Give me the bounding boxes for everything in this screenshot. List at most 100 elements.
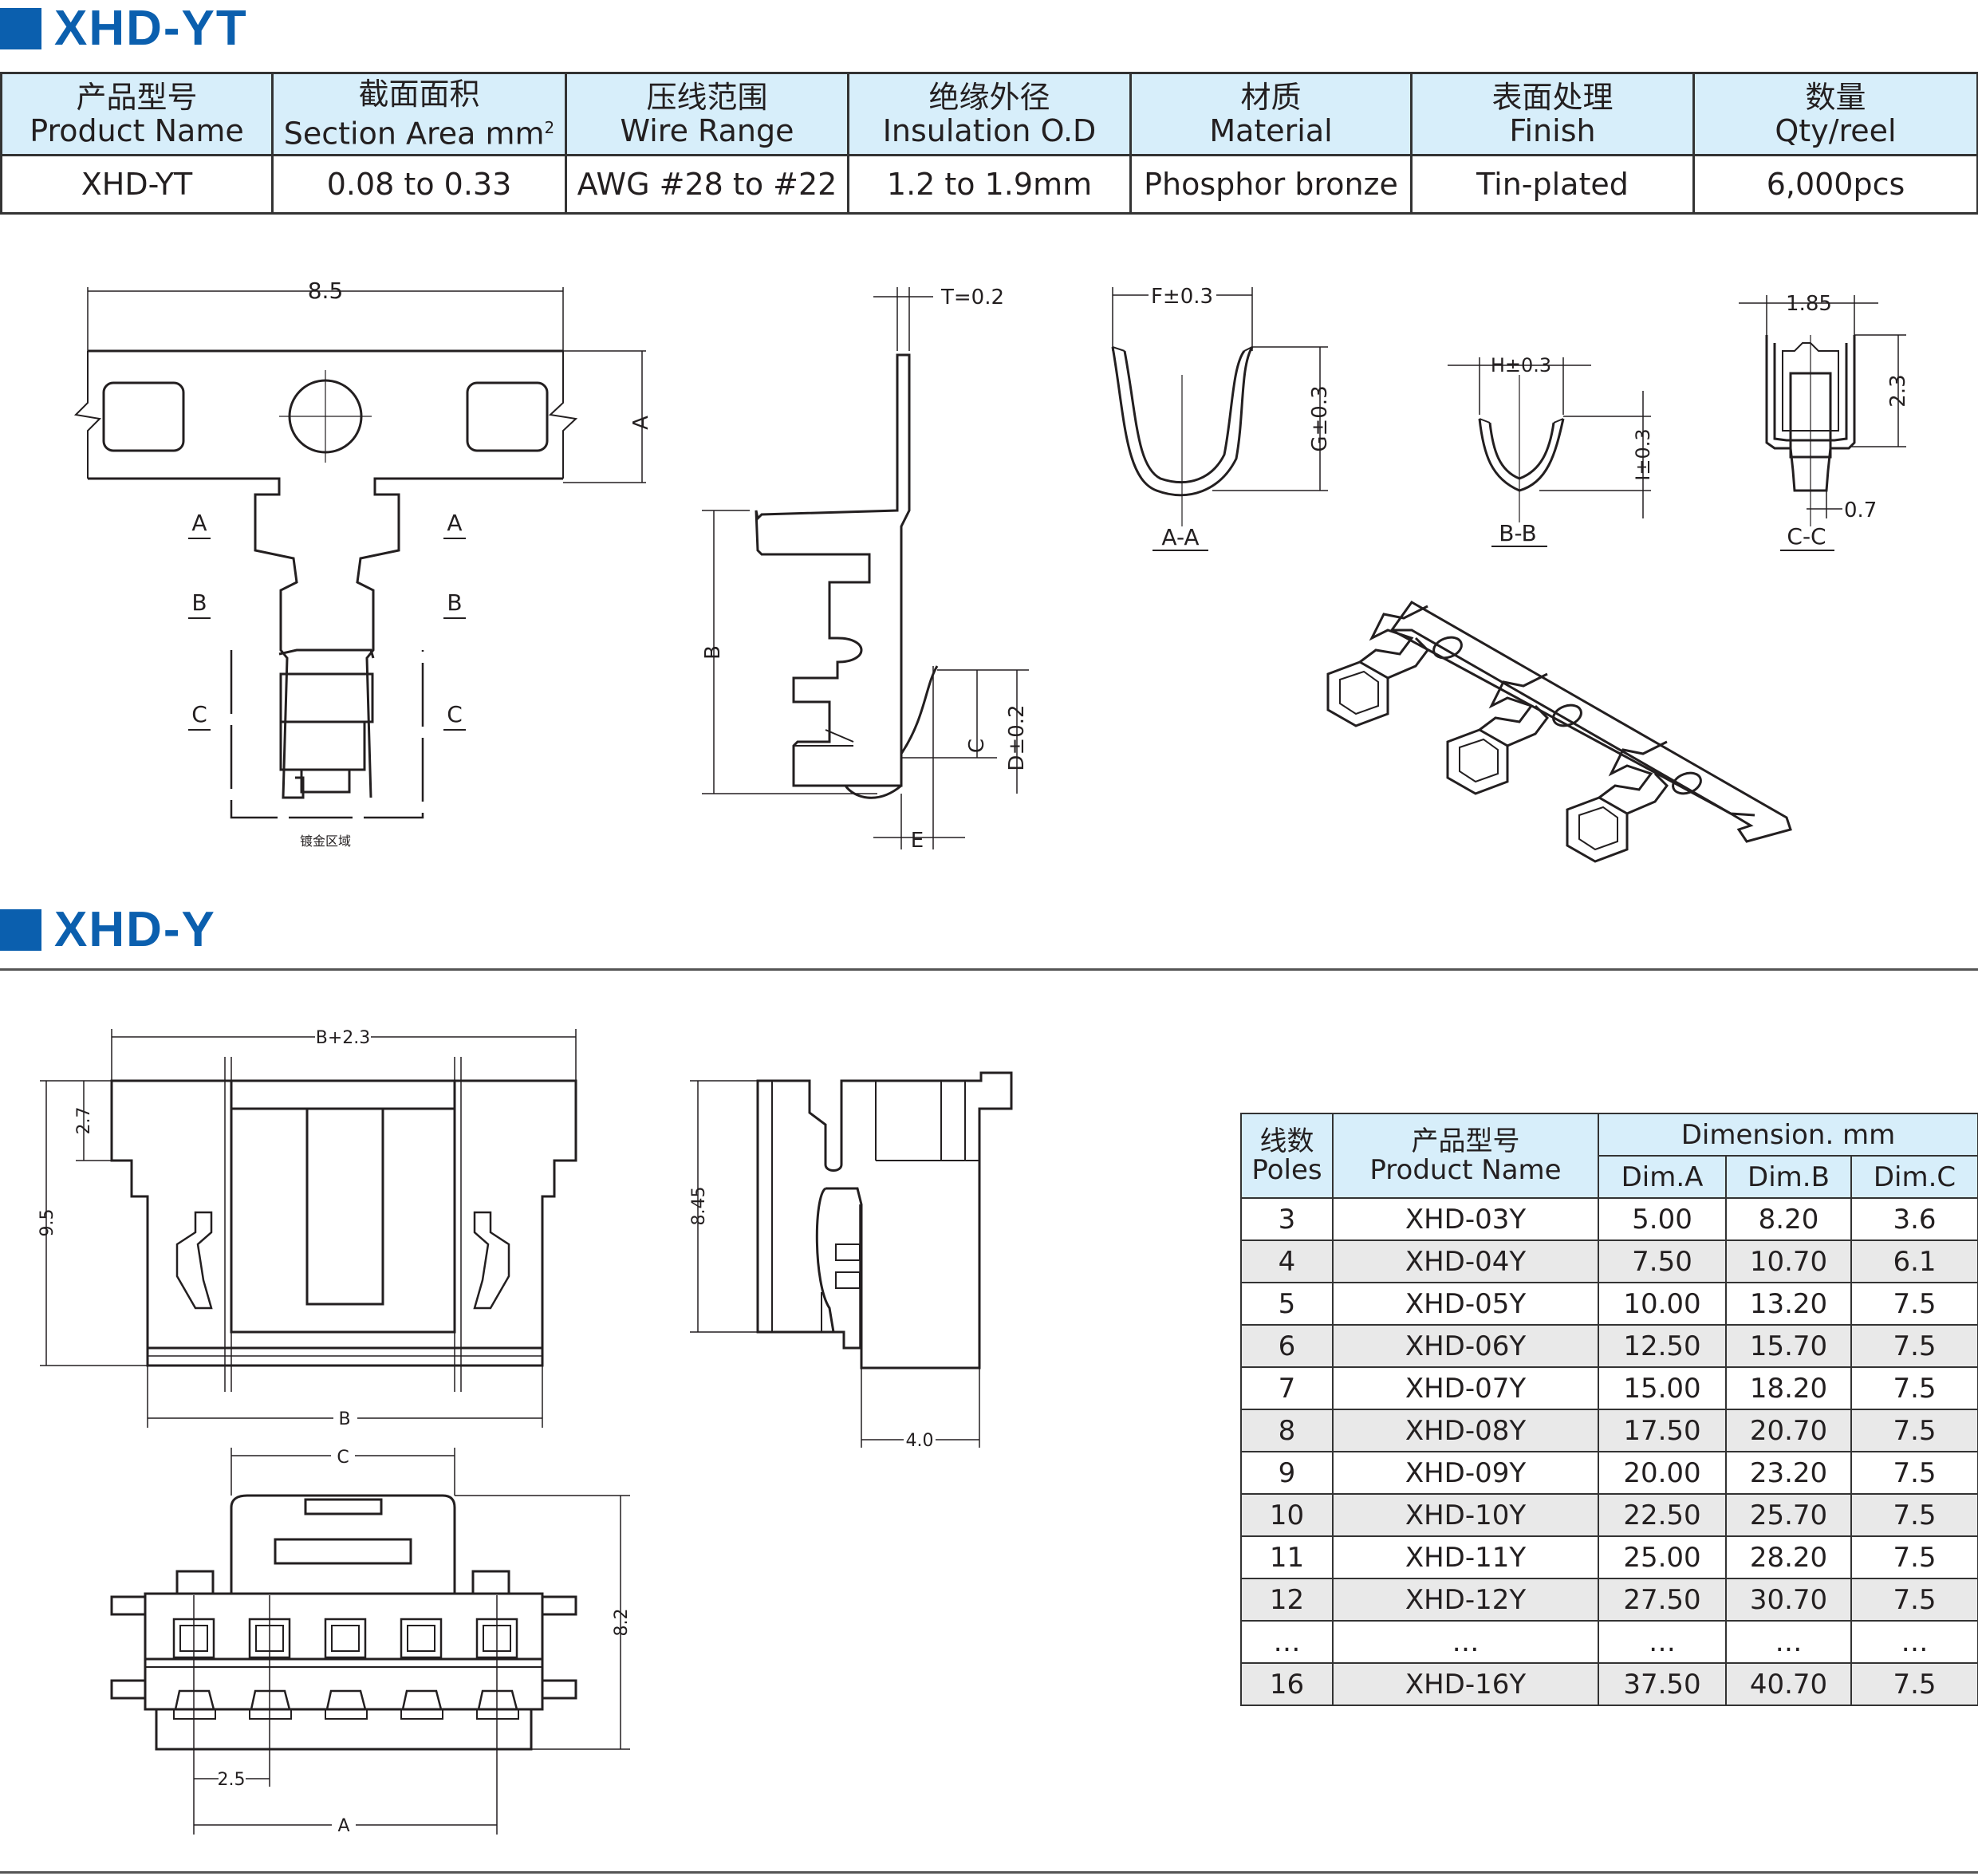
plating-note: 镀金区域 — [300, 834, 351, 849]
table-cell: … — [1598, 1620, 1727, 1664]
header-cell: Dimension. mm — [1597, 1113, 1978, 1157]
table-cell: 7.5 — [1850, 1409, 1978, 1452]
table-cell: 15.00 — [1598, 1366, 1727, 1410]
table-cell: 28.20 — [1725, 1535, 1852, 1579]
section-divider — [0, 968, 1978, 971]
table-cell: 7.5 — [1850, 1578, 1978, 1622]
section-label-cc: C-C — [1787, 523, 1826, 550]
table-cell: 10.00 — [1598, 1282, 1727, 1326]
terminal-unit — [1446, 672, 1582, 795]
table-header-row: Dim.A Dim.B Dim.C — [1241, 1155, 1978, 1199]
table-cell: AWG #28 to #22 — [565, 154, 849, 215]
section-title: XHD-YT — [54, 1, 248, 56]
table-cell: … — [1332, 1620, 1599, 1664]
dim-b: B — [701, 645, 725, 660]
table-cell: 0.08 to 0.33 — [271, 154, 567, 215]
table-cell: 25.00 — [1598, 1535, 1727, 1579]
table-cell: 18.20 — [1725, 1366, 1852, 1410]
dim-9-5: 9.5 — [37, 1209, 57, 1237]
dim-t: T=0.2 — [940, 286, 1004, 309]
dim-2-5: 2.5 — [218, 1770, 246, 1790]
dim-g: G±0.3 — [1308, 385, 1332, 451]
table-cell: 8.20 — [1725, 1197, 1852, 1241]
table-cell: XHD-09Y — [1332, 1451, 1599, 1495]
table-cell: 10 — [1240, 1493, 1334, 1537]
table-cell: 11 — [1240, 1535, 1334, 1579]
table-cell: 8 — [1240, 1409, 1334, 1452]
header-cell: Dim.B — [1725, 1155, 1852, 1199]
table-cell: 7.5 — [1850, 1535, 1978, 1579]
table-cell: 23.20 — [1725, 1451, 1852, 1495]
terminal-top-view: 8.5 A A A B B C C 镀金区域 — [73, 278, 653, 849]
dim-8-45: 8.45 — [689, 1187, 709, 1226]
section-c-c: 1.85 2.3 0.7 C-C — [1739, 292, 1910, 551]
table-row: …………… — [1240, 1620, 1978, 1664]
table-cell: 15.70 — [1725, 1324, 1852, 1368]
table-cell: … — [1850, 1620, 1978, 1664]
table-cell: XHD-08Y — [1332, 1409, 1599, 1452]
bottom-divider — [0, 1871, 1978, 1874]
sec-label-a: A — [447, 510, 462, 536]
table-cell: 16 — [1240, 1662, 1334, 1706]
table-cell: 12.50 — [1598, 1324, 1727, 1368]
table-cell: 7.5 — [1850, 1493, 1978, 1537]
table-cell: 22.50 — [1598, 1493, 1727, 1537]
table-cell: 20.00 — [1598, 1451, 1727, 1495]
terminal-unit — [1566, 740, 1702, 863]
table-cell: 6 — [1240, 1324, 1334, 1368]
table-cell: 7.5 — [1850, 1324, 1978, 1368]
section-b-b: H±0.3 I±0.3 B-B — [1448, 354, 1654, 547]
table-cell: 30.70 — [1725, 1578, 1852, 1622]
table-row: XHD-YT 0.08 to 0.33 AWG #28 to #22 1.2 t… — [0, 154, 1978, 215]
dim-b-plus-2-3: B+2.3 — [316, 1028, 371, 1048]
dim-1-85: 1.85 — [1786, 292, 1832, 316]
section-label-aa: A-A — [1161, 524, 1199, 550]
section-label-bb: B-B — [1499, 520, 1537, 546]
table-cell: 25.70 — [1725, 1493, 1852, 1537]
section-heading-xhd-yt: XHD-YT — [0, 0, 248, 57]
table-cell: 12 — [1240, 1578, 1334, 1622]
sec-label-b: B — [447, 589, 462, 616]
housing-side-view: 8.45 4.0 — [689, 1071, 1013, 1451]
table-cell: XHD-05Y — [1332, 1282, 1599, 1326]
section-marker — [0, 7, 41, 49]
housing-front-view: B+2.3 2.7 9.5 B — [37, 1025, 577, 1429]
table-cell: 5.00 — [1598, 1197, 1727, 1241]
table-cell: 3.6 — [1850, 1197, 1978, 1241]
sec-label-c: C — [447, 701, 463, 727]
dim-c: C — [337, 1448, 349, 1468]
table-cell: 7.5 — [1850, 1662, 1978, 1706]
table-cell: … — [1240, 1620, 1334, 1664]
dim-a: A — [337, 1816, 349, 1836]
dim-b: B — [338, 1409, 350, 1429]
table-cell: 6.1 — [1850, 1240, 1978, 1283]
table-cell: 1.2 to 1.9mm — [847, 154, 1132, 215]
table-cell: XHD-16Y — [1332, 1662, 1599, 1706]
table-cell: 20.70 — [1725, 1409, 1852, 1452]
table-cell: … — [1725, 1620, 1852, 1664]
table-cell: 7 — [1240, 1366, 1334, 1410]
dim-8-5: 8.5 — [308, 278, 344, 304]
dim-h: H±0.3 — [1491, 354, 1551, 376]
table-cell: XHD-04Y — [1332, 1240, 1599, 1283]
table-cell: XHD-10Y — [1332, 1493, 1599, 1537]
terminal-strip-3d — [1326, 601, 1792, 863]
table-cell: 3 — [1240, 1197, 1334, 1241]
dim-4-0: 4.0 — [906, 1431, 934, 1451]
